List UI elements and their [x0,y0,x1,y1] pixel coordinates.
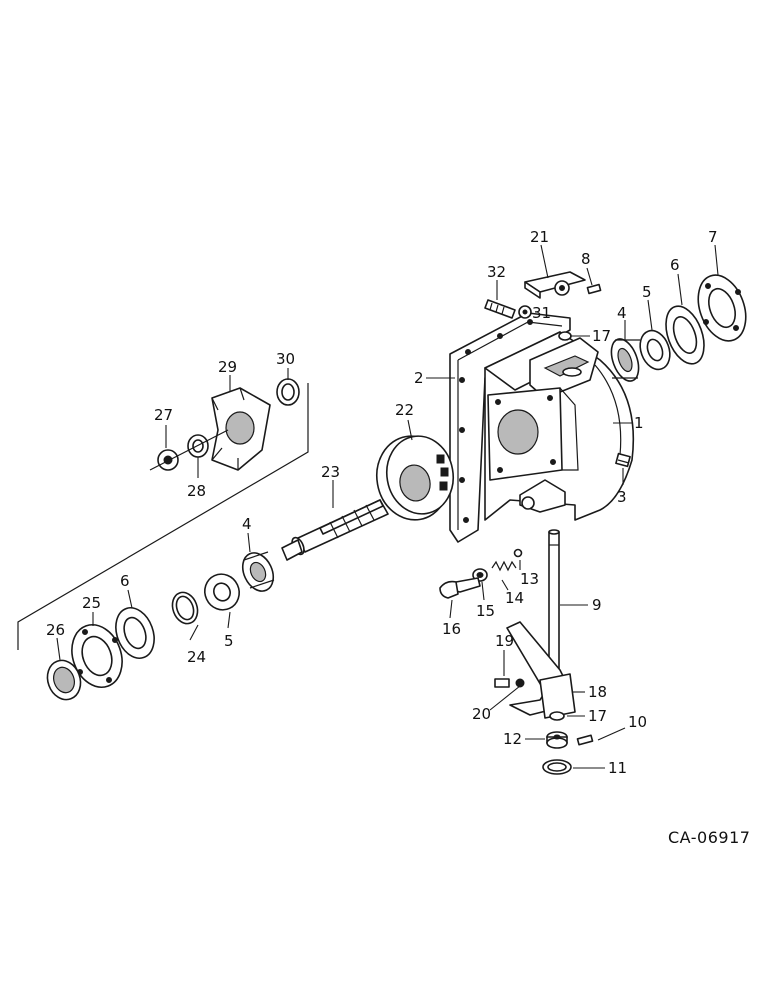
snap-ring-part-11 [542,759,572,775]
spring-part-14 [491,560,517,572]
callout-29: 29 [218,358,237,376]
o-ring-part-17-lower [549,711,565,721]
callout-3: 3 [617,488,627,506]
drawing-code: CA-06917 [668,828,750,847]
callout-17-upper: 17 [592,327,611,345]
seal-part-26 [46,659,82,701]
callout-30: 30 [276,350,295,368]
callout-2: 2 [414,369,424,387]
callout-6-right: 6 [670,256,680,274]
callout-21: 21 [530,228,549,246]
callout-1: 1 [634,414,644,432]
callout-5-left: 5 [224,632,234,650]
fork-part-18 [506,621,576,719]
nut-part-31 [518,305,532,319]
pin-part-10 [576,734,594,746]
callout-5-right: 5 [642,283,652,301]
leader-lines [56,244,719,769]
callout-11: 11 [608,759,627,777]
subassembly-group-outline [17,383,309,650]
gasket-part-6-left [115,607,155,659]
ball-part-13 [513,548,523,558]
bracket-part-21 [524,271,586,299]
washer-part-30 [276,378,300,406]
callout-12: 12 [503,730,522,748]
yoke-part-29 [211,387,271,471]
callout-32: 32 [487,263,506,281]
callout-22: 22 [395,401,414,419]
main-housing-part-1 [484,331,635,521]
gear-part-22 [376,435,454,521]
callout-13: 13 [520,570,539,588]
plug-part-3 [615,452,631,468]
callout-14: 14 [505,589,524,607]
callout-20: 20 [472,705,491,723]
gasket-part-6-right [665,305,705,365]
callout-23: 23 [321,463,340,481]
callout-18: 18 [588,683,607,701]
callout-4-right: 4 [617,304,627,322]
callout-24: 24 [187,648,206,666]
callout-10: 10 [628,713,647,731]
shaft-part-23 [281,499,389,561]
bearing-part-4-right [610,338,640,382]
callout-19: 19 [495,632,514,650]
callout-15: 15 [476,602,495,620]
bearing-part-4-left [241,551,275,592]
nut-part-27 [157,449,179,471]
cap-part-7 [697,274,747,342]
yoke-axis-line [149,429,229,471]
bolt-part-16 [439,577,481,599]
callout-25: 25 [82,594,101,612]
callout-labels: 1 2 3 4 5 6 7 8 21 32 31 17 29 30 27 28 … [46,228,718,777]
callout-4-left: 4 [242,515,252,533]
callout-16: 16 [442,620,461,638]
callout-27: 27 [154,406,173,424]
race-part-5-left [204,573,240,611]
callout-8: 8 [581,250,591,268]
callout-31: 31 [532,304,551,322]
callout-28: 28 [187,482,206,500]
race-part-5-right [639,329,671,371]
collar-part-12 [546,731,568,749]
snap-ring-part-24 [171,591,199,625]
set-screw-part-20 [494,678,525,688]
callout-7: 7 [708,228,718,246]
stud-part-32 [484,299,516,319]
pin-part-8 [586,283,602,295]
callout-26: 26 [46,621,65,639]
o-ring-part-17-upper [558,331,572,341]
callout-6-left: 6 [120,572,130,590]
callout-17-lower: 17 [588,707,607,725]
callout-9: 9 [592,596,602,614]
